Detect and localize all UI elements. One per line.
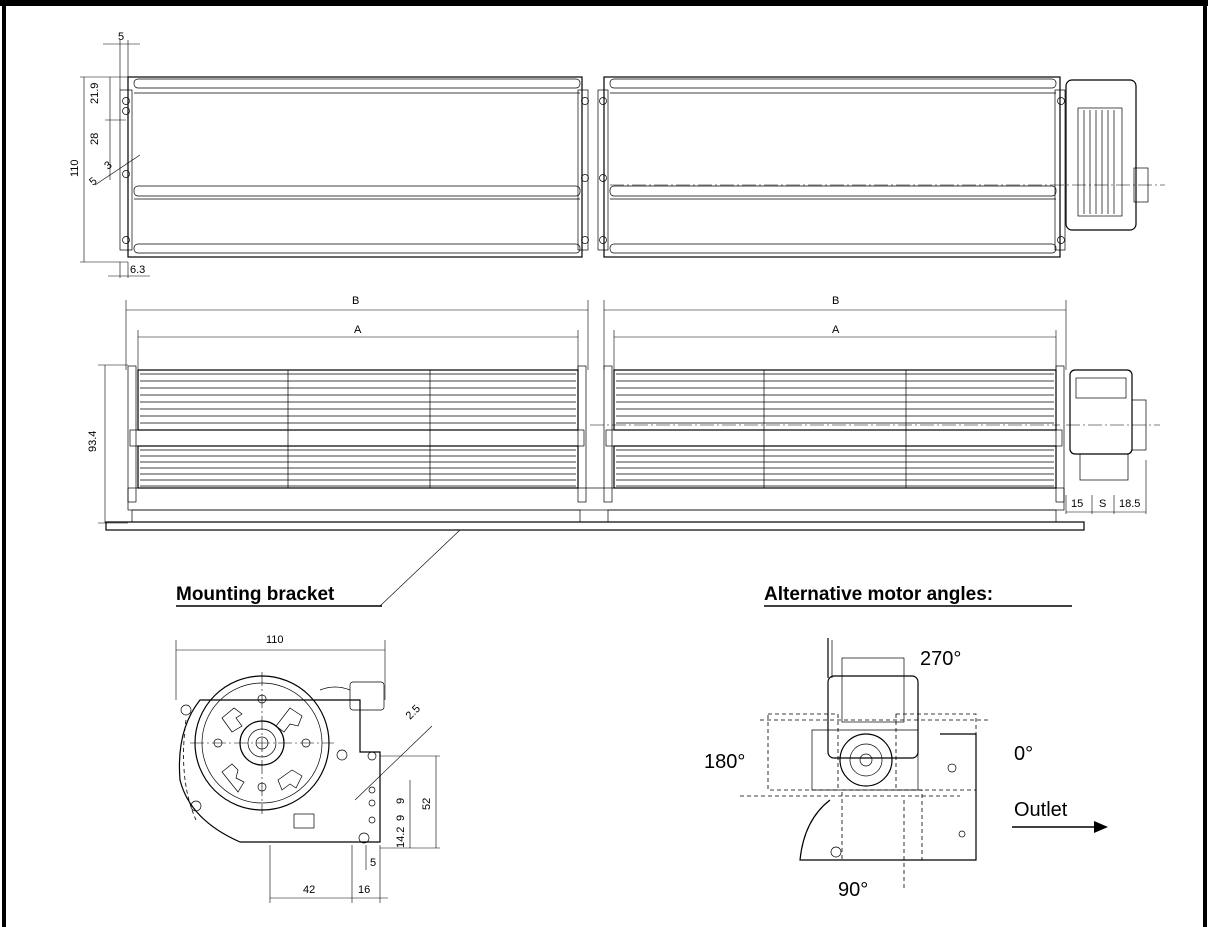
dim-2-5: 2.5 — [404, 703, 423, 722]
dim-5: 5 — [118, 31, 124, 43]
angle-0: 0° — [1014, 743, 1033, 765]
top-view: 5 21.9 28 110 3 5 6.3 — [69, 31, 1165, 278]
dim-5b: 5 — [87, 175, 99, 188]
motor-angles-heading: Alternative motor angles: — [764, 584, 993, 605]
dim-52: 52 — [421, 798, 433, 810]
volute-outline — [178, 699, 381, 843]
top-border — [0, 0, 1208, 6]
impeller-left-upper — [137, 369, 579, 431]
outlet-label: Outlet — [1014, 799, 1068, 821]
motor-top — [1065, 79, 1137, 231]
dim-9b: 9 — [395, 815, 407, 821]
outlet-housing — [799, 733, 977, 861]
front-view: B A B A 93.4 — [87, 295, 1160, 607]
dim-a-right: A — [832, 324, 840, 336]
bracket-heading: Mounting bracket — [176, 584, 335, 605]
impeller-right-upper — [613, 369, 1057, 431]
angle-270: 270° — [920, 648, 961, 670]
outlet-arrow-icon — [1094, 821, 1108, 833]
dim-b-left: B — [352, 295, 359, 307]
dim-14-2: 14.2 — [395, 827, 407, 848]
dim-110: 110 — [69, 159, 81, 177]
impeller-left-lower — [137, 445, 579, 489]
angle-90: 90° — [838, 879, 868, 901]
dim-110-bracket: 110 — [266, 634, 284, 646]
dim-a-left: A — [354, 324, 362, 336]
dim-3: 3 — [102, 159, 114, 172]
housing-left-top — [127, 76, 583, 258]
dim-9: 9 — [395, 798, 407, 804]
dim-16: 16 — [358, 884, 370, 896]
impeller-right-lower — [613, 445, 1057, 489]
dim-18-5: 18.5 — [1119, 498, 1140, 510]
dim-b-right: B — [832, 295, 839, 307]
dim-15: 15 — [1071, 498, 1083, 510]
motor-270 — [827, 675, 919, 759]
dim-93-4: 93.4 — [87, 431, 99, 452]
motor-angles-view: Alternative motor angles: 270° 180° 0° 9… — [704, 584, 1108, 901]
housing-right-top — [603, 76, 1061, 258]
dim-5-bracket: 5 — [370, 857, 376, 869]
angle-180: 180° — [704, 751, 745, 773]
motor-front — [1069, 369, 1133, 455]
dim-42: 42 — [303, 884, 315, 896]
bracket-view: Mounting bracket 110 2.5 — [175, 584, 440, 903]
dim-6-3: 6.3 — [130, 264, 145, 276]
base-plate — [105, 521, 1085, 531]
dim-21-9: 21.9 — [89, 83, 101, 104]
dim-s: S — [1099, 498, 1106, 510]
dim-28: 28 — [89, 133, 101, 145]
